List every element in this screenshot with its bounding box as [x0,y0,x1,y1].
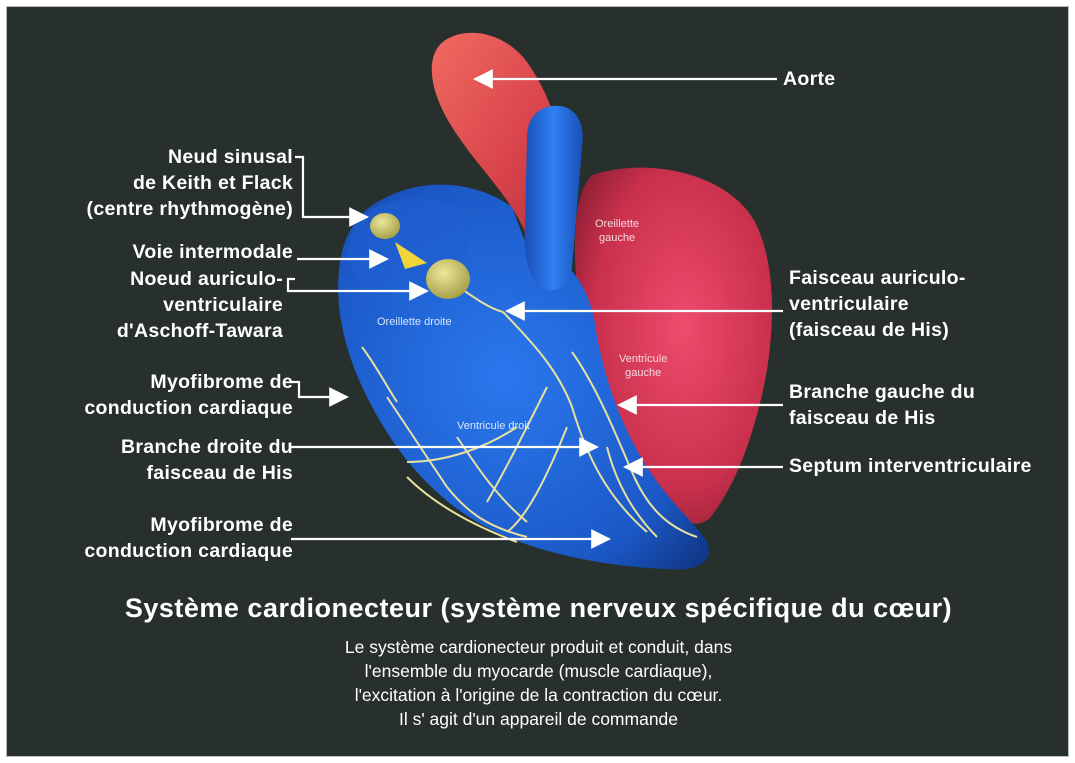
label-ventricule-droit: Ventricule droit [457,419,530,433]
label-myofibrome-1: Myofibrome de conduction cardiaque [84,369,293,421]
caption-title: Système cardionecteur (système nerveux s… [7,593,1069,624]
caption-line: Le système cardionecteur produit et cond… [7,635,1069,659]
label-branche-gauche: Branche gauche du faisceau de His [789,379,975,431]
label-branche-droite: Branche droite du faisceau de His [121,434,293,486]
label-neud-sinusal: Neud sinusal de Keith et Flack (centre r… [87,144,293,222]
sinus-node [370,213,400,239]
caption-line: Il s' agit d'un appareil de commande [7,707,1069,731]
label-septum: Septum interventriculaire [789,453,1032,479]
av-node [426,259,470,299]
caption-line: l'ensemble du myocarde (muscle cardiaque… [7,659,1069,683]
label-aorte: Aorte [783,66,835,92]
diagram-frame: Oreillette gauche Oreillette droite Vent… [6,6,1069,757]
label-faisceau-av: Faisceau auriculo- ventriculaire (faisce… [789,265,966,343]
vena-cava [525,106,583,291]
pointer-neud-sinusal [295,157,367,217]
pointer-myofibrome-1 [291,382,347,397]
caption-body: Le système cardionecteur produit et cond… [7,635,1069,731]
label-ventricule-gauche: Ventricule gauche [619,352,667,380]
label-voie-intermodale: Voie intermodale [133,239,293,265]
caption-line: l'excitation à l'origine de la contracti… [7,683,1069,707]
label-oreillette-droite: Oreillette droite [377,315,452,329]
label-oreillette-gauche: Oreillette gauche [595,217,639,245]
label-myofibrome-2: Myofibrome de conduction cardiaque [84,512,293,564]
label-noeud-av: Noeud auriculo- ventriculaire d'Aschoff-… [117,266,283,344]
